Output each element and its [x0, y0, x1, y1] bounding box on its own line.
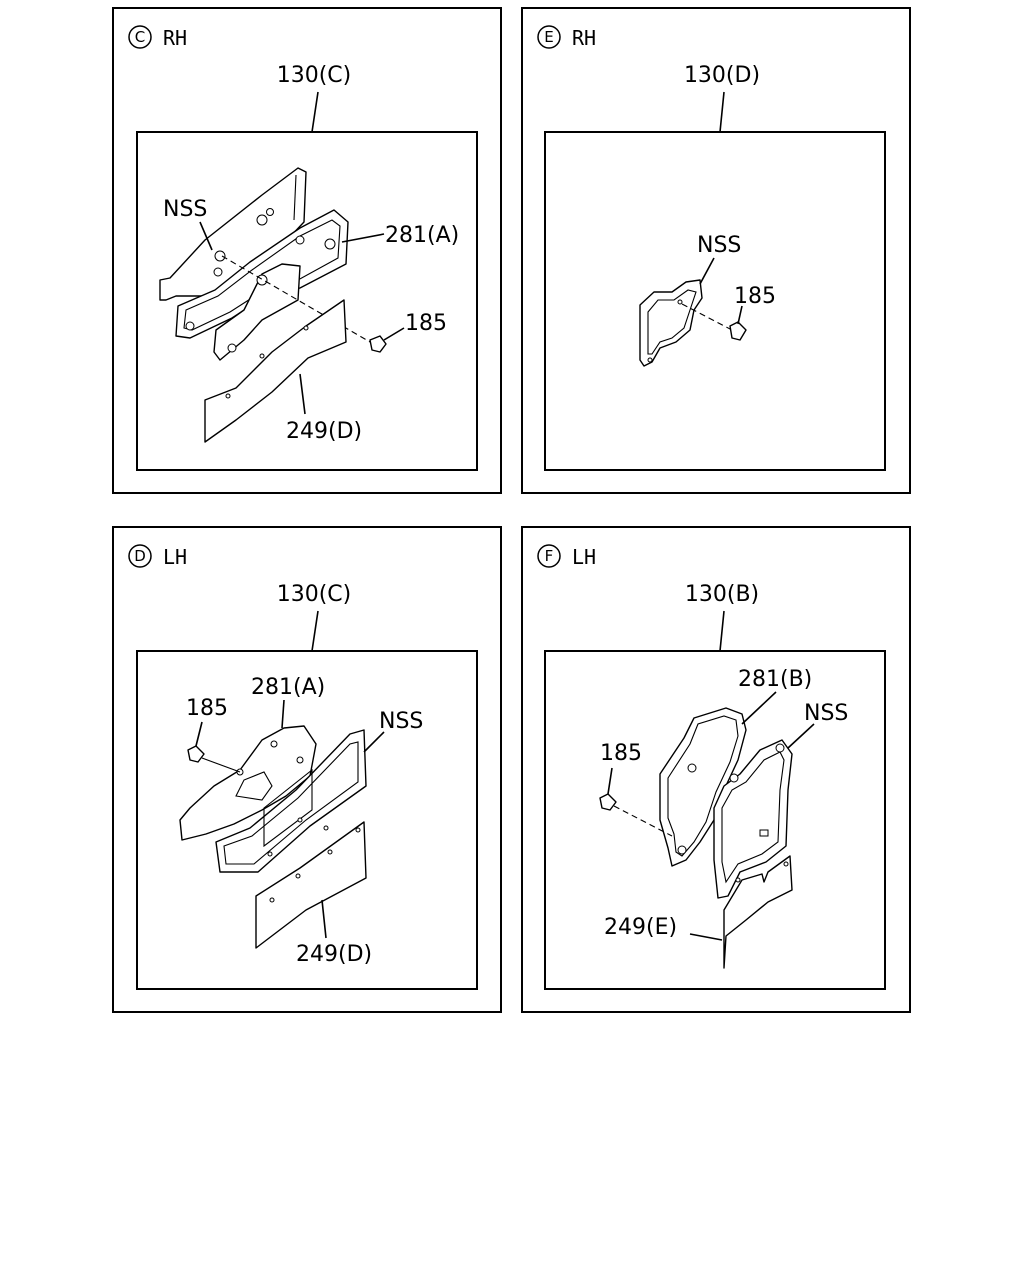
panel-f-frame	[521, 526, 911, 1013]
panel-f-inner-box	[544, 650, 886, 990]
panel-c-ref: 130(C)	[277, 63, 352, 88]
panel-f-sheet-label: 249(E)	[604, 915, 677, 940]
panel-c-inner-box	[136, 131, 478, 471]
panel-e-letter: E	[544, 28, 553, 46]
panel-d-bolt	[187, 745, 205, 763]
panel-c-bracket-label: 281(A)	[385, 223, 459, 248]
panel-c-circle	[128, 25, 152, 49]
panel-f-bracket-label: 281(B)	[738, 667, 812, 692]
panel-e-shield	[639, 279, 703, 367]
panel-c-bolt	[369, 335, 387, 353]
panel-f-bolt	[599, 793, 617, 811]
panel-e-bolt	[729, 321, 747, 341]
panel-e-frame	[521, 7, 911, 494]
panel-f-ref-leader	[719, 610, 725, 652]
panel-d-inner-box	[136, 650, 478, 990]
panel-c-bolt-label: 185	[405, 311, 447, 336]
panel-c-sheet	[204, 299, 347, 443]
panel-f-lh: F LH 130(B) 281(B) NSS 185 249(E)	[521, 526, 911, 1013]
panel-d-sheet	[255, 821, 367, 949]
panel-c-nss-label: NSS	[163, 197, 207, 222]
panel-e-circle	[537, 25, 561, 49]
panel-f-bolt-label: 185	[600, 741, 642, 766]
panel-d-letter: D	[134, 547, 146, 565]
panel-f-circle	[537, 544, 561, 568]
panel-d-bracket-label: 281(A)	[251, 675, 325, 700]
panel-d-side: LH	[163, 545, 187, 569]
panel-e-side: RH	[572, 26, 596, 50]
panel-e-ref-leader	[719, 91, 725, 133]
panel-c-ref-leader	[311, 91, 319, 133]
panel-f-sheet	[723, 855, 793, 969]
panel-d-nss-label: NSS	[379, 709, 423, 734]
panel-f-letter: F	[545, 547, 554, 565]
panel-d-shield	[215, 729, 367, 873]
panel-d-ref: 130(C)	[277, 582, 352, 607]
panel-c-frame	[112, 7, 502, 494]
panel-c-sheet-label: 249(D)	[286, 419, 362, 444]
panel-d-frame	[112, 526, 502, 1013]
panel-c-side: RH	[163, 26, 187, 50]
panel-d-ref-leader	[311, 610, 319, 652]
panel-d-sheet-label: 249(D)	[296, 942, 372, 967]
panel-c-rh: C RH 130(C) NSS 281(A) 185	[112, 7, 502, 494]
panel-c-letter: C	[135, 28, 145, 46]
panel-e-inner-box	[544, 131, 886, 471]
panel-d-bracket	[179, 725, 317, 841]
panel-f-ref: 130(B)	[685, 582, 759, 607]
panel-e-nss-label: NSS	[697, 233, 741, 258]
panel-f-side: LH	[572, 545, 596, 569]
panel-e-bolt-label: 185	[734, 284, 776, 309]
panel-e-rh: E RH 130(D) NSS 185	[521, 7, 911, 494]
panel-e-ref: 130(D)	[684, 63, 760, 88]
panel-f-nss-label: NSS	[804, 701, 848, 726]
panel-d-circle	[128, 544, 152, 568]
panel-d-bolt-label: 185	[186, 696, 228, 721]
panel-d-lh: D LH 130(C) 185 281(A) NSS 249(D)	[112, 526, 502, 1013]
